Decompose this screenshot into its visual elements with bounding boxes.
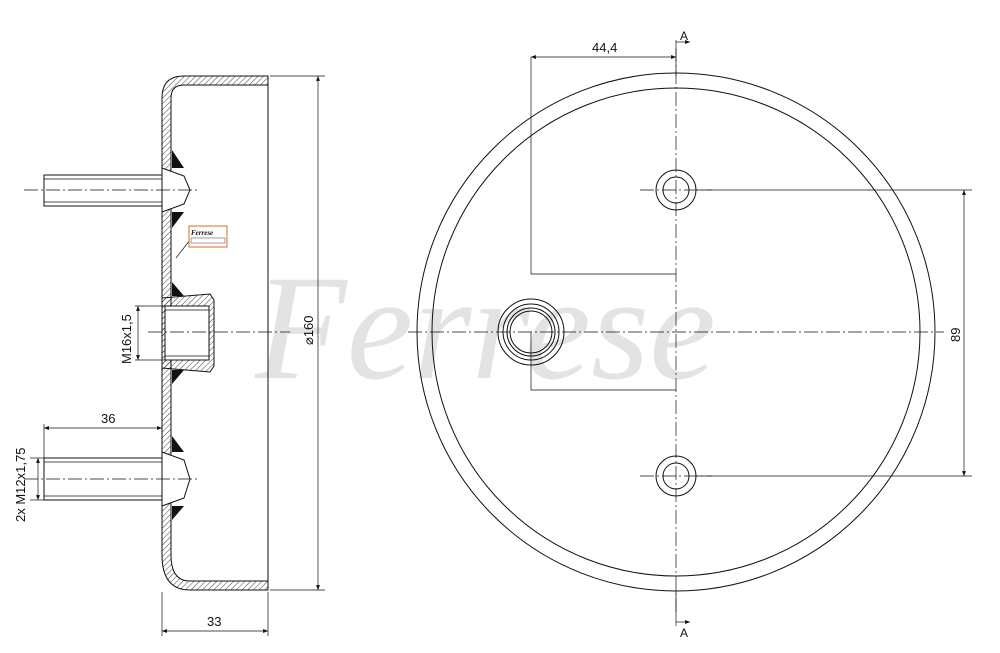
dim-pin-spacing: 89 [948, 328, 963, 342]
dim-offset: 44,4 [592, 40, 617, 55]
dim-pin-length: 36 [101, 411, 115, 426]
dim-thread-center: M16x1,5 [119, 314, 134, 364]
section-label-bottom: A [680, 626, 688, 640]
center-nut-front [497, 298, 565, 366]
section-label-top: A [680, 29, 688, 43]
dim-diameter: ⌀160 [301, 315, 316, 345]
watermark: Ferrese [254, 245, 716, 411]
stamp-logo: Ferrese [191, 229, 213, 237]
center-nut [161, 282, 215, 384]
brand-stamp: Ferrese [175, 225, 228, 259]
dim-depth: 33 [207, 614, 221, 629]
dim-thread-pins: 2x M12x1,75 [13, 448, 28, 522]
front-view: A A 44,4 89 [408, 29, 972, 640]
top-stud [43, 150, 191, 228]
side-view: ⌀160 M16x1,5 36 2x M12x1,75 33 Ferrese [13, 75, 325, 636]
